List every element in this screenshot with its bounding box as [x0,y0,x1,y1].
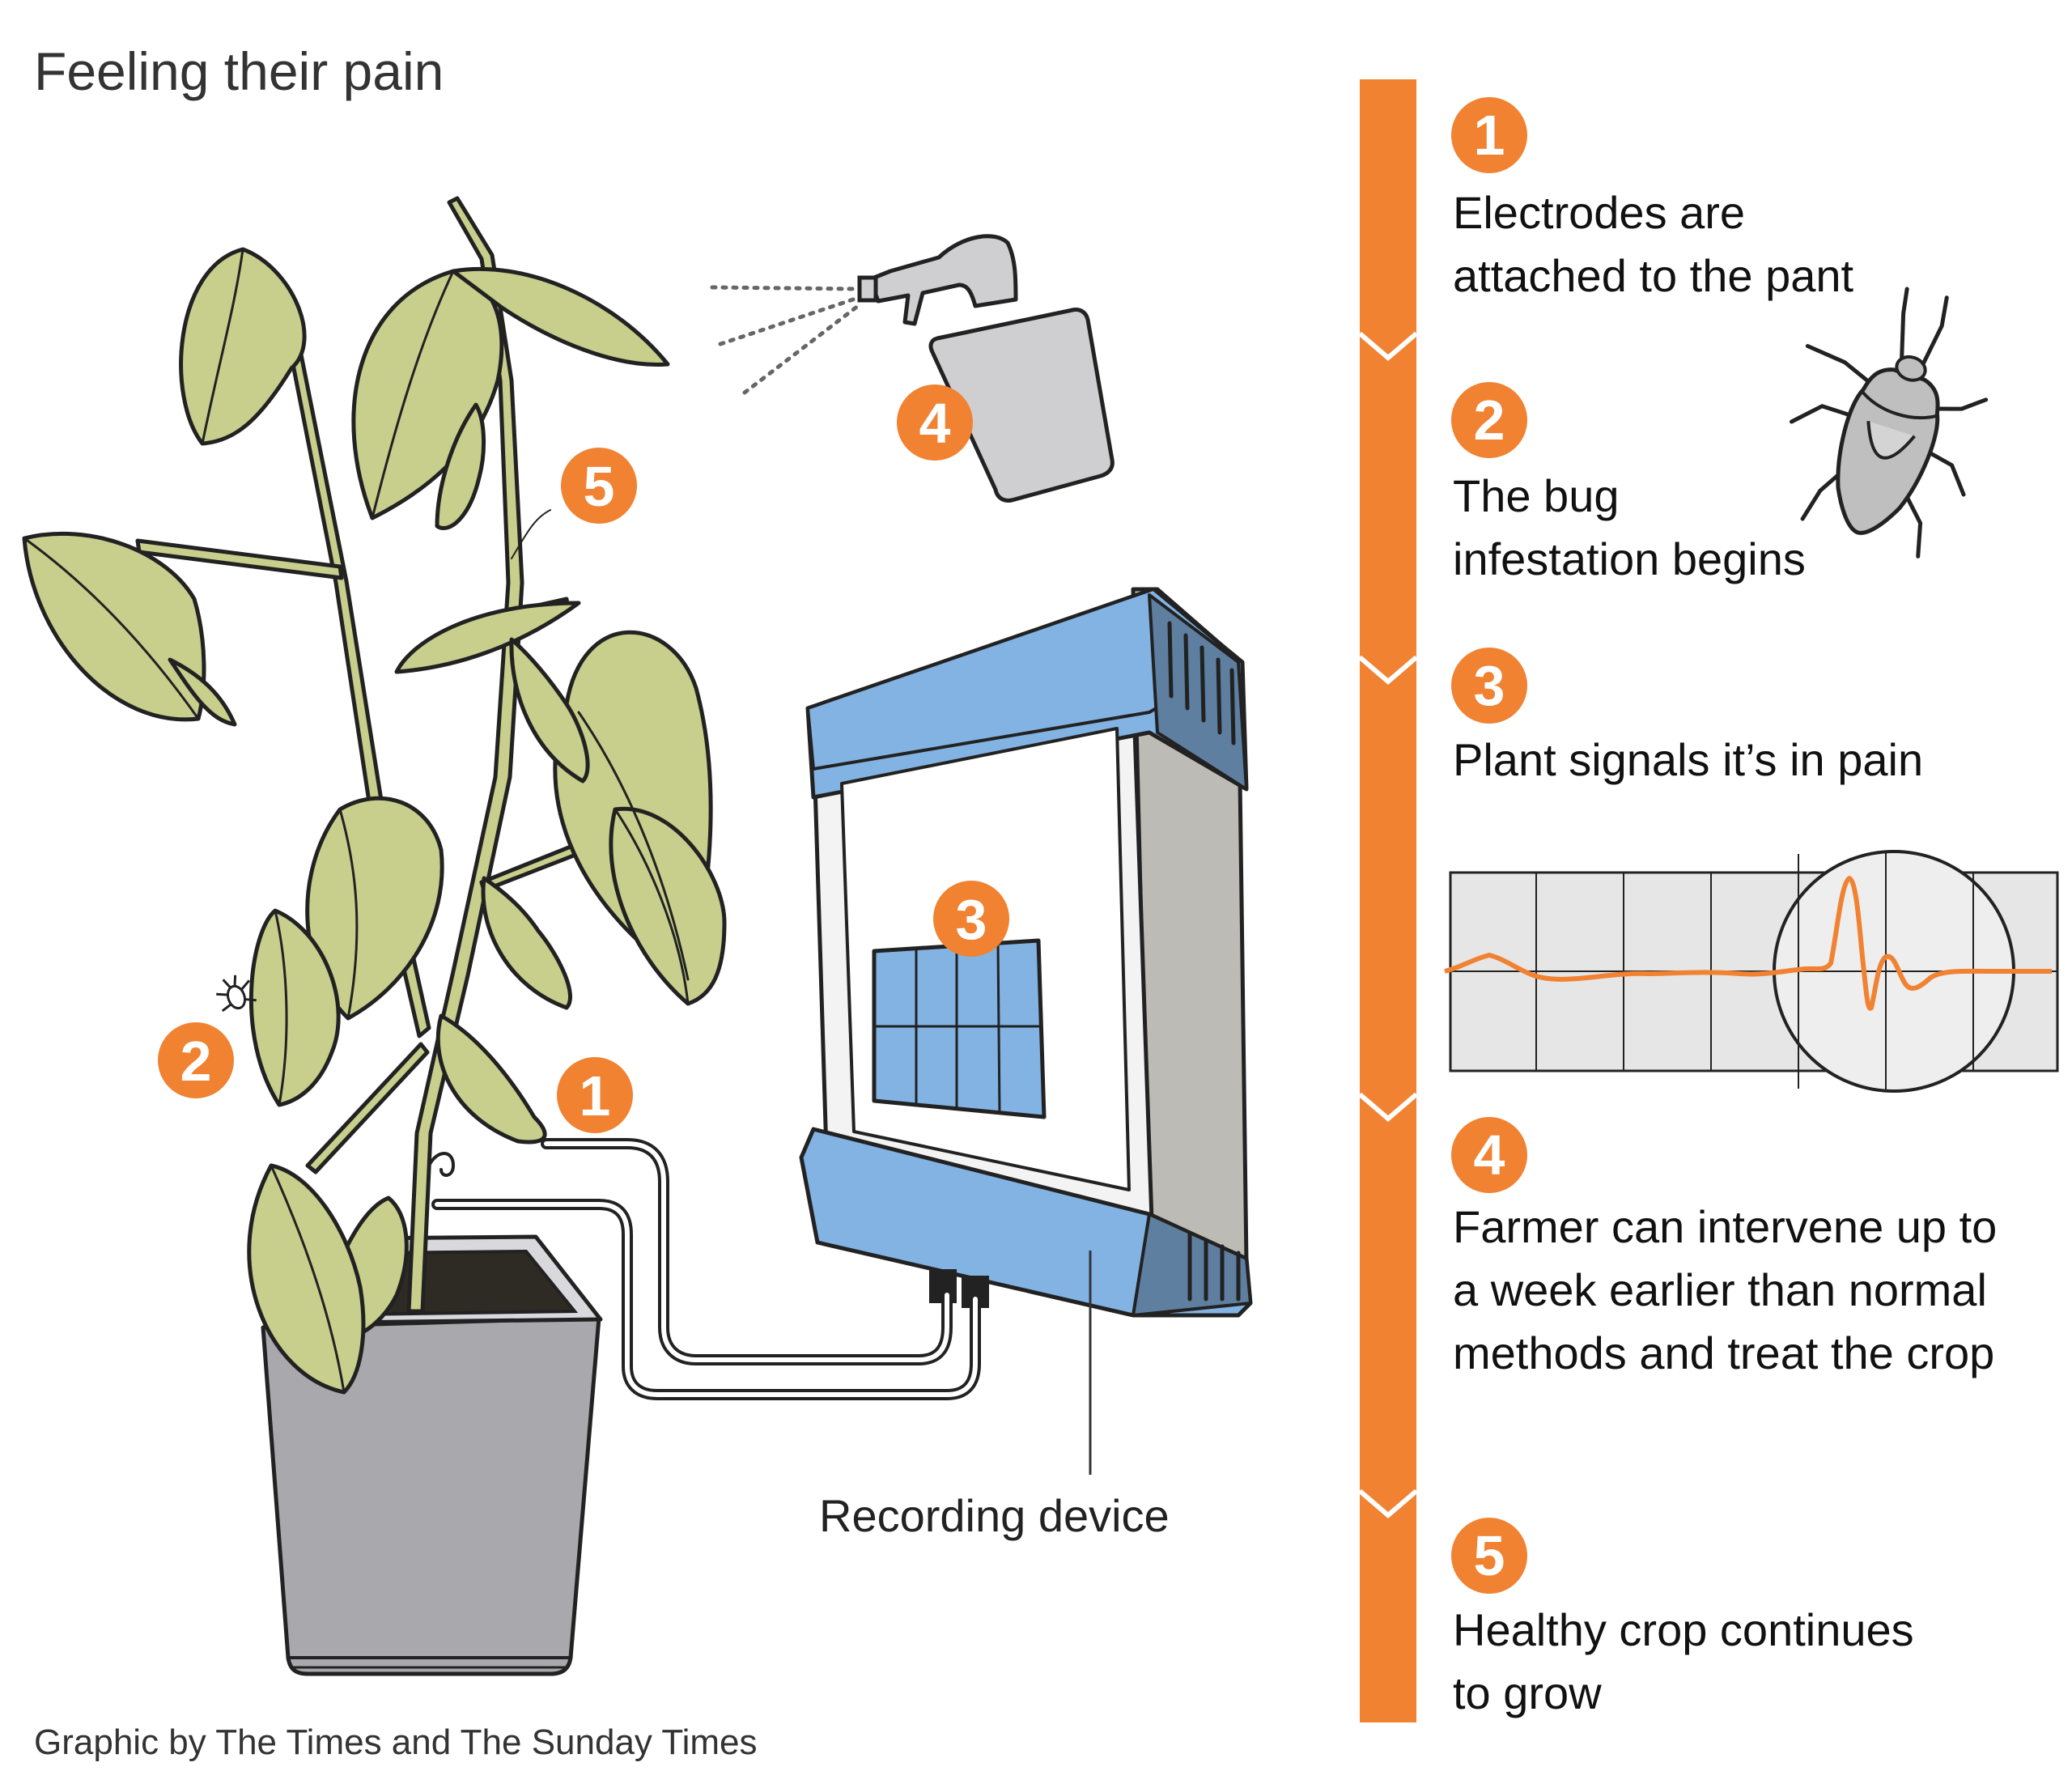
step-2-line-1: The bug [1453,470,1620,521]
step-3-line-1: Plant signals it’s in pain [1453,734,1924,785]
step-4-text: Farmer can intervene up to a week earlie… [1453,1196,1997,1385]
recording-device [799,587,1253,1475]
step-5-line-1: Healthy crop continues [1453,1604,1914,1655]
plant [22,196,727,1395]
diagram-marker-5-number: 5 [584,455,615,518]
step-1-badge: 1 [1451,97,1527,173]
diagram-marker-2-number: 2 [180,1030,212,1093]
diagram-marker-4-number: 4 [919,392,951,455]
spray-bottle-icon [710,234,1115,503]
recording-device-label: Recording device [819,1490,1170,1541]
step-1-line-2: attached to the pant [1453,250,1854,301]
step-1-text: Electrodes are attached to the pant [1453,181,1853,308]
step-4-line-1: Farmer can intervene up to [1453,1201,1998,1252]
step-2-line-2: infestation begins [1453,533,1806,584]
diagram-marker-4: 4 [897,384,973,461]
diagram-marker-1: 1 [557,1057,633,1133]
step-3-text: Plant signals it’s in pain [1453,728,1923,792]
stink-bug-icon [1790,287,1989,558]
step-1-line-1: Electrodes are [1453,187,1746,238]
step-4-badge: 4 [1451,1117,1527,1193]
page-title: Feeling their pain [34,41,444,101]
step-5-badge: 5 [1451,1518,1527,1594]
diagram-markers: 1 2 3 4 5 [158,384,1009,1133]
step-5-line-2: to grow [1453,1667,1602,1718]
step-3-badge: 3 [1451,648,1527,724]
step-2-badge: 2 [1451,382,1527,458]
progress-bar [1358,79,1418,1722]
diagram-marker-3: 3 [933,881,1009,957]
small-bug-icon [216,975,257,1013]
step-4-line-2: a week earlier than normal [1453,1264,1987,1315]
step-2-text: The bug infestation begins [1453,465,1806,591]
graphic-credit: Graphic by The Times and The Sunday Time… [34,1722,758,1762]
diagram-marker-3-number: 3 [956,888,987,951]
step-4-line-3: methods and treat the crop [1453,1327,1995,1378]
diagram-marker-2: 2 [158,1022,234,1098]
step-5-text: Healthy crop continues to grow [1453,1599,1914,1725]
signal-chart [1444,850,2059,1093]
diagram-marker-1-number: 1 [580,1064,611,1128]
diagram-marker-5: 5 [561,448,637,524]
